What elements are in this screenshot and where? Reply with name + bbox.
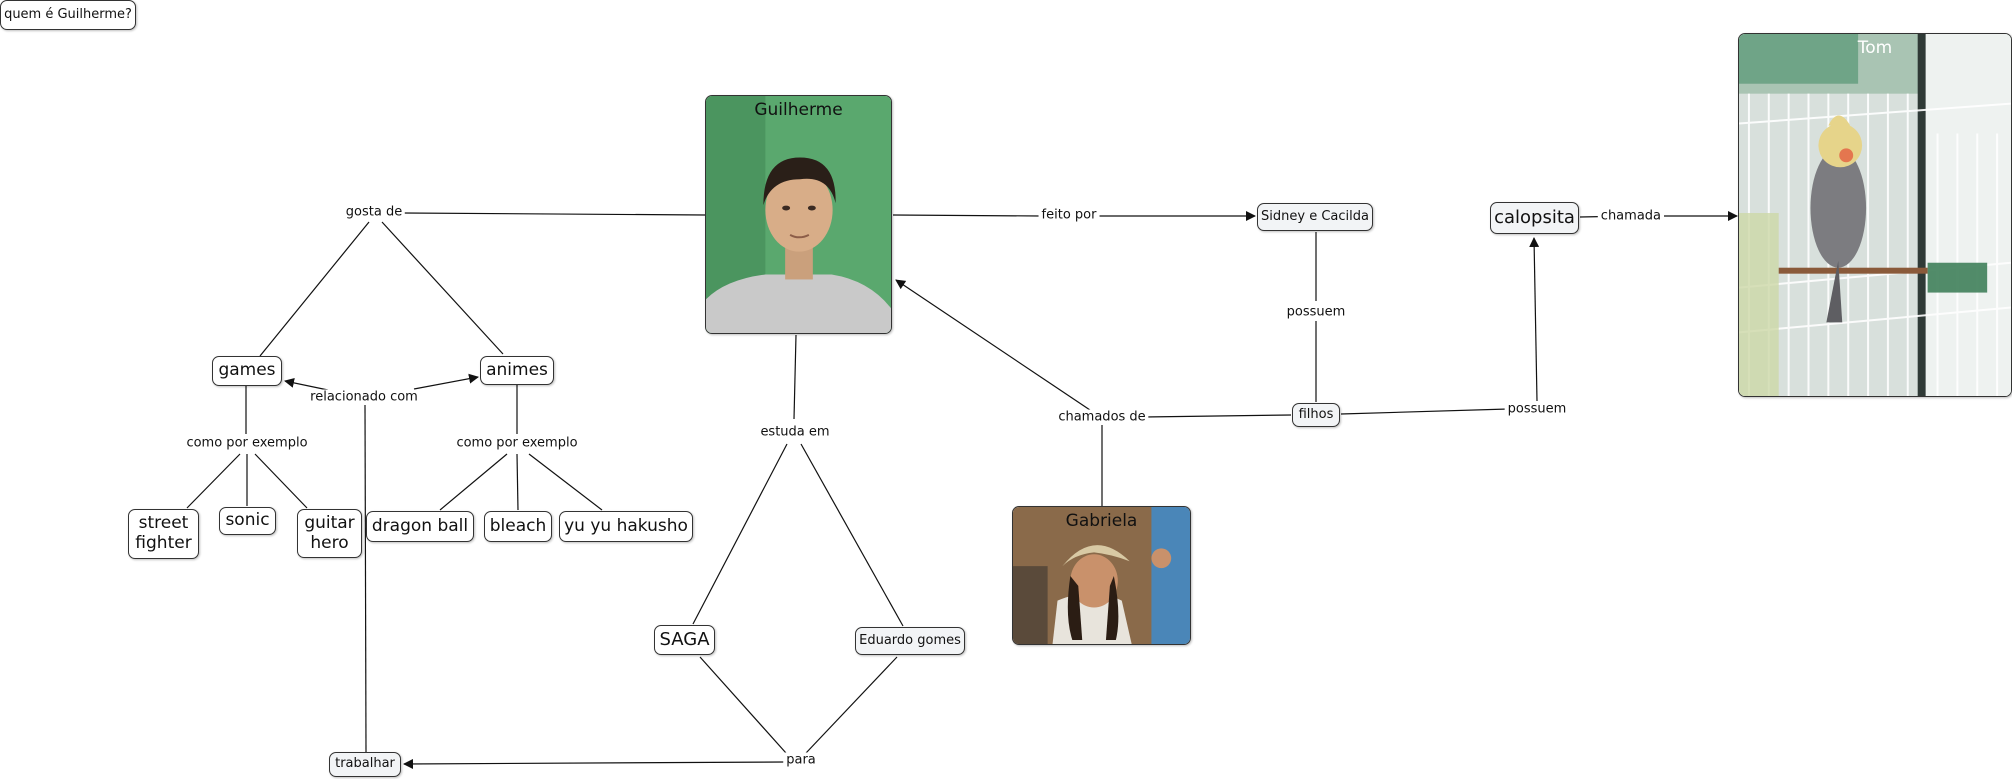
concept-games[interactable]: games (212, 356, 282, 386)
concept-guitar-hero[interactable]: guitar hero (297, 509, 362, 558)
link-possuem-sidney[interactable]: possuem (1284, 305, 1349, 320)
edge-filhos-chamados (1144, 415, 1291, 417)
link-relacionado-com[interactable]: relacionado com (307, 390, 421, 405)
edge-estuda-saga (693, 444, 787, 624)
edge-como-dragon (440, 454, 507, 510)
concept-street-fighter[interactable]: street fighter (128, 509, 199, 559)
concept-animes[interactable]: animes (480, 356, 554, 385)
link-chamados-de[interactable]: chamados de (1055, 410, 1148, 425)
edge-guilherme-feito (893, 215, 1040, 216)
guilherme-photo-node[interactable]: Guilherme (705, 95, 892, 334)
edge-relacionado-animes (414, 377, 478, 389)
concept-sonic[interactable]: sonic (219, 507, 276, 535)
edge-guilherme-estuda (794, 335, 796, 419)
link-gosta-de[interactable]: gosta de (343, 205, 405, 220)
concept-eduardo-gomes[interactable]: Eduardo gomes (855, 627, 965, 655)
link-possuem-filhos[interactable]: possuem (1505, 402, 1570, 417)
link-para[interactable]: para (783, 753, 819, 768)
edge-gosta-animes (382, 222, 503, 354)
guilherme-photo (706, 96, 891, 333)
edge-trabalhar-relacionado (365, 405, 366, 752)
link-como-por-exemplo-games[interactable]: como por exemplo (183, 436, 310, 451)
guilherme-label: Guilherme (706, 100, 891, 120)
map-title[interactable]: quem é Guilherme? (0, 0, 136, 30)
gabriela-photo-node[interactable]: Gabriela (1012, 506, 1191, 645)
edge-saga-para (700, 657, 786, 753)
concept-bleach[interactable]: bleach (484, 511, 552, 542)
edge-como-street (187, 454, 240, 508)
concept-trabalhar[interactable]: trabalhar (329, 752, 401, 777)
edge-como-guitar (255, 454, 307, 508)
concept-sidney-cacilda[interactable]: Sidney e Cacilda (1257, 203, 1373, 231)
tom-label: Tom (1739, 38, 2011, 58)
link-estuda-em[interactable]: estuda em (757, 425, 832, 440)
cockatiel-photo (1739, 34, 2011, 396)
edge-como-yuyu (529, 454, 602, 510)
edge-filhos-possuem (1341, 409, 1508, 414)
concept-calopsita[interactable]: calopsita (1490, 202, 1579, 234)
edge-como-bleach (517, 454, 518, 510)
concept-filhos[interactable]: filhos (1292, 403, 1340, 427)
edge-estuda-eduardo (801, 444, 903, 626)
link-feito-por[interactable]: feito por (1039, 208, 1100, 223)
edge-possuem-calopsita (1534, 238, 1537, 401)
edge-chamados-guilherme (896, 280, 1090, 410)
edge-gosta-games (260, 222, 369, 356)
edge-para-trabalhar (404, 762, 784, 764)
edge-guilherme-gosta (403, 213, 705, 215)
concept-saga[interactable]: SAGA (654, 625, 715, 655)
gabriela-label: Gabriela (1013, 511, 1190, 531)
edge-eduardo-para (806, 657, 897, 753)
link-como-por-exemplo-animes[interactable]: como por exemplo (453, 436, 580, 451)
concept-dragon-ball[interactable]: dragon ball (366, 511, 474, 542)
concept-yu-yu-hakusho[interactable]: yu yu hakusho (559, 511, 693, 542)
link-chamada[interactable]: chamada (1598, 209, 1664, 224)
tom-photo-node[interactable]: Tom (1738, 33, 2012, 397)
